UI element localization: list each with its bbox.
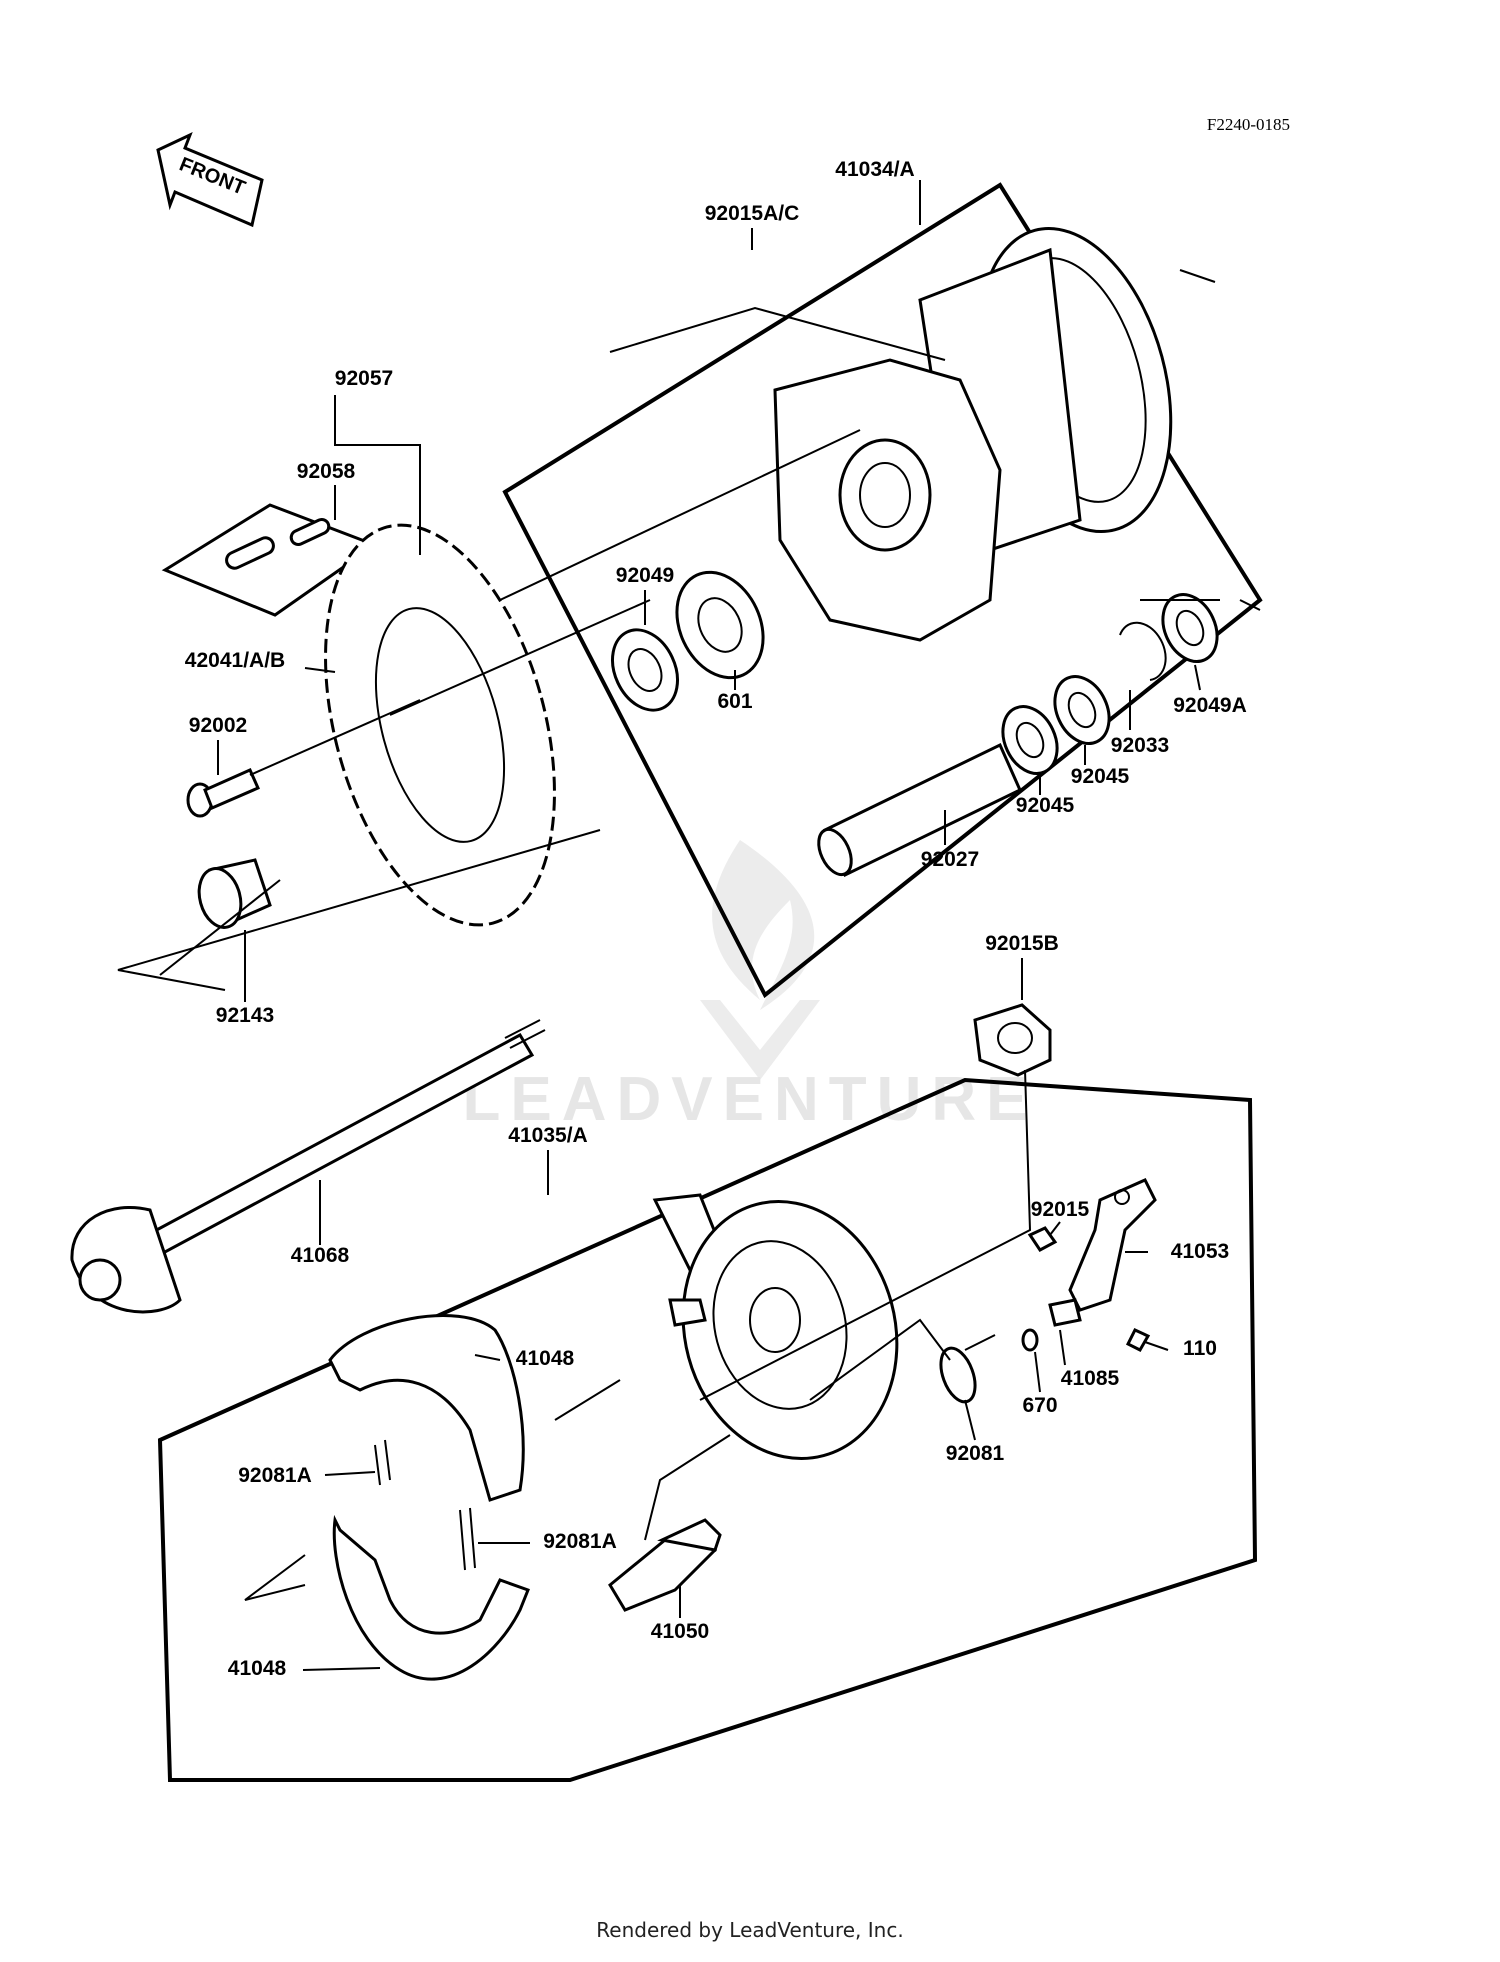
rear-sprocket-drawing <box>324 523 556 927</box>
part-labels: 41034/A 92015A/C 92057 92058 92049 42041… <box>185 158 1247 1680</box>
label-92045a: 92045 <box>1071 765 1130 788</box>
label-92049a: 92049A <box>1173 694 1247 717</box>
label-92058: 92058 <box>297 460 356 483</box>
label-41050: 41050 <box>651 1620 709 1643</box>
watermark-text: LEADVENTURE <box>462 1065 1037 1134</box>
watermark: LEADVENTURE <box>462 840 1037 1134</box>
label-41068: 41068 <box>291 1244 350 1267</box>
hub-box-outline <box>502 182 1263 999</box>
label-670: 670 <box>1022 1394 1057 1417</box>
sprocket-bolt-drawing <box>186 768 260 818</box>
label-41034a: 41034/A <box>835 158 914 181</box>
rear-hub-drawing <box>773 226 1173 642</box>
label-42041ab: 42041/A/B <box>185 649 285 672</box>
label-110: 110 <box>1183 1337 1217 1360</box>
label-92033: 92033 <box>1111 734 1169 757</box>
label-41048a: 41048 <box>516 1347 575 1370</box>
label-41035a: 41035/A <box>508 1124 587 1147</box>
label-92027: 92027 <box>921 848 979 871</box>
label-41048b: 41048 <box>228 1657 287 1680</box>
brake-cam-drawing <box>608 1518 722 1612</box>
label-leader-lines <box>217 180 1201 1671</box>
brake-box-outline <box>157 1077 1258 1782</box>
label-92015b: 92015B <box>985 932 1059 955</box>
axle-nut-drawing <box>973 1003 1052 1077</box>
label-92015ac: 92015A/C <box>705 202 800 225</box>
label-601: 601 <box>717 690 752 713</box>
label-92081: 92081 <box>946 1442 1005 1465</box>
label-92045b: 92045 <box>1016 794 1075 817</box>
brake-guide-lines <box>244 1069 1032 1601</box>
figure-code: F2240-0185 <box>1207 115 1290 134</box>
label-92143: 92143 <box>216 1004 274 1027</box>
assembly-guide-lines <box>117 269 1261 991</box>
brake-panel-drawing <box>652 1193 899 1460</box>
label-92081a-left: 92081A <box>238 1464 312 1487</box>
footer-credit: Rendered by LeadVenture, Inc. <box>596 1918 904 1942</box>
label-41085: 41085 <box>1061 1367 1120 1390</box>
label-41053: 41053 <box>1171 1240 1229 1263</box>
brake-lever-drawing <box>1021 1178 1157 1352</box>
axle-drawing <box>70 1019 546 1314</box>
hub-bearings-drawing <box>611 570 1219 878</box>
collar-drawing <box>197 858 272 929</box>
label-92002: 92002 <box>189 714 247 737</box>
label-92081a-right: 92081A <box>543 1530 617 1553</box>
front-arrow-icon: FRONT <box>156 132 264 228</box>
return-spring-drawing <box>939 1334 996 1404</box>
label-92015: 92015 <box>1031 1198 1090 1221</box>
label-92049: 92049 <box>616 564 674 587</box>
brake-shoes-drawing <box>328 1314 530 1681</box>
label-92057: 92057 <box>335 367 393 390</box>
